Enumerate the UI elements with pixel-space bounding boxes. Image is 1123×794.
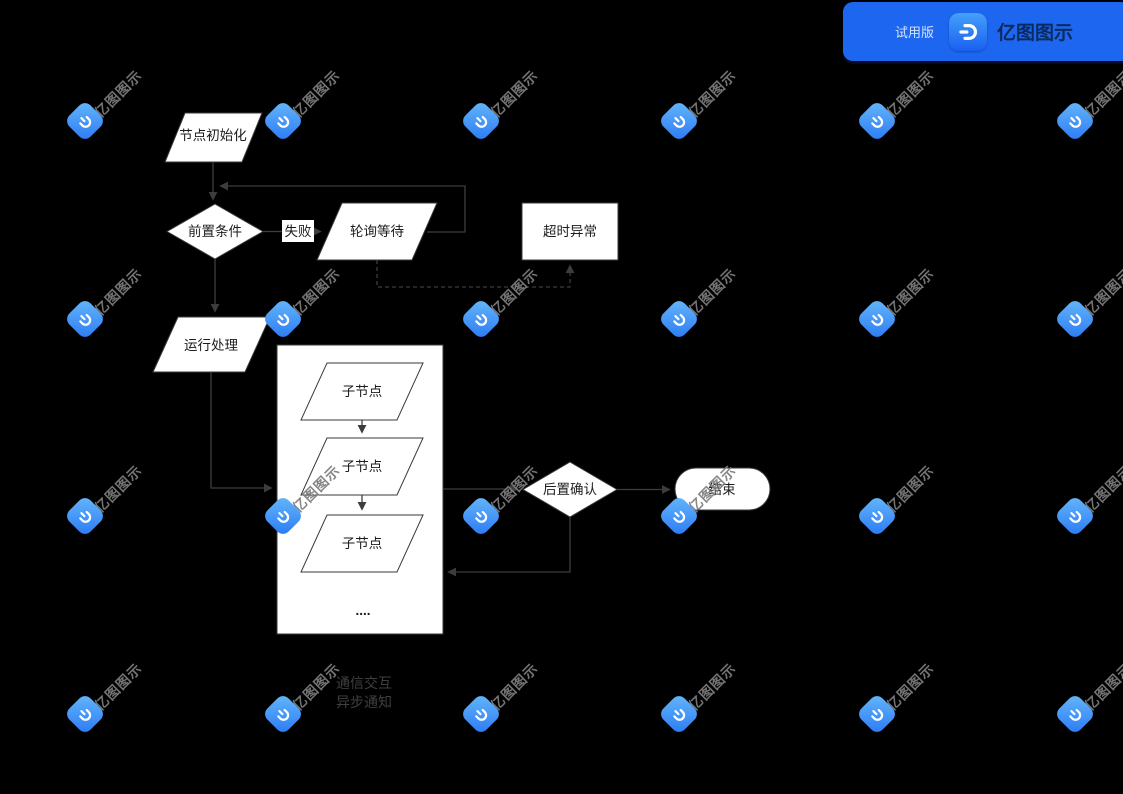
node-children-more-label: .... — [355, 603, 370, 618]
node-end-label: 结束 — [709, 482, 737, 497]
node-precondition-label: 前置条件 — [188, 223, 242, 239]
node-init-label: 节点初始化 — [179, 127, 247, 143]
node-run[interactable] — [152, 316, 271, 373]
node-postconfirm[interactable] — [522, 461, 618, 518]
node-postconfirm-label: 后置确认 — [543, 482, 597, 497]
node-polling-label: 轮询等待 — [350, 223, 404, 239]
edraw-logo-icon — [949, 12, 988, 51]
node-init[interactable] — [164, 112, 263, 163]
node-timeout-label: 超时异常 — [543, 224, 597, 239]
edge-label-fail: 失败 — [285, 224, 312, 239]
node-child-2[interactable] — [300, 437, 424, 496]
node-precondition[interactable] — [165, 203, 265, 260]
node-run-label: 运行处理 — [184, 338, 238, 353]
trial-version-label: 试用版 — [895, 25, 935, 40]
trial-badge: 试用版 亿图图示 — [843, 2, 1123, 61]
legend-comm-label: 通信交互 — [336, 675, 392, 691]
connector-polling-to-timeout-dashed[interactable] — [376, 260, 575, 288]
legend-async-label: 异步通知 — [336, 694, 392, 710]
node-child-3[interactable] — [300, 514, 424, 573]
connector-run-to-container[interactable] — [210, 372, 273, 493]
node-child-2-label: 子节点 — [342, 459, 383, 474]
connector-postconfirm-loopback[interactable] — [447, 517, 571, 577]
connector-polling-loopback[interactable] — [219, 181, 466, 233]
brand-name-label: 亿图图示 — [997, 23, 1074, 44]
node-polling[interactable] — [316, 202, 438, 261]
node-child-3-label: 子节点 — [342, 536, 383, 551]
node-timeout[interactable] — [521, 202, 619, 261]
edge-label-fail-bg[interactable] — [282, 220, 314, 242]
node-child-1[interactable] — [300, 362, 424, 421]
node-child-1-label: 子节点 — [342, 384, 383, 399]
